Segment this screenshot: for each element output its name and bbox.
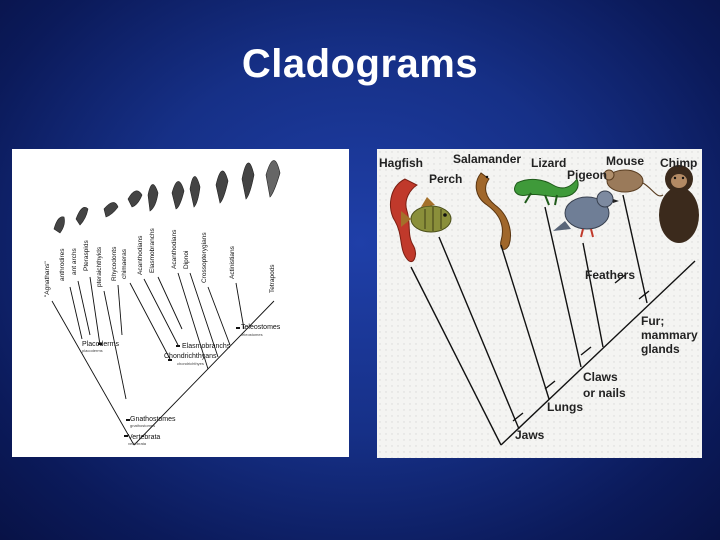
fish-silhouette [127,190,143,208]
vertebrate-cladogram-panel: "Agnathans" anthrodires ant archs Pteras… [12,149,349,457]
cladogram-branch [117,284,123,336]
taxon-label: Acanthodians [171,229,178,269]
node-marker [126,419,130,421]
branch-pigeon [582,242,604,348]
taxon-label: Acanthodians [137,235,144,275]
trait-label-lungs: Lungs [547,400,583,414]
cladogram-branch [189,272,219,358]
vertebrate-cladogram: "Agnathans" anthrodires ant archs Pteras… [44,160,281,446]
cladogram-branch [207,286,231,346]
branch-perch [438,236,520,430]
taxon-label: Tetrapods [269,264,276,293]
taxon-label: chimaeras [121,248,128,279]
chimp-illustration [659,165,699,243]
node-marker [236,327,240,329]
cladogram-branch [129,282,171,360]
fish-silhouette [53,216,65,234]
fish-silhouette [215,170,229,204]
fish-silhouette [103,202,119,218]
taxon-label: Elasmobranchs [149,227,156,273]
slide-title: Cladograms [241,42,479,86]
cladogram-branch [69,286,83,340]
taxon-label: Crossopterygians [201,232,208,283]
branch-salamander [500,244,550,400]
node-description: gnathostomes [130,423,155,428]
taxon-label-lizard: Lizard [531,156,566,170]
trait-label-claws: Claws [583,370,618,384]
branch-mouse [622,194,648,304]
taxon-label: anthrodires [59,248,66,281]
cladogram-branch [143,278,179,346]
cladogram-branch [103,290,127,400]
branch-hagfish [410,266,502,446]
lizard-illustration [514,177,579,206]
taxon-label: Pteraspids [83,240,90,271]
cladogram-branch [157,276,183,330]
salamander-illustration [475,172,511,250]
taxon-label-salamander: Salamander [453,152,521,166]
trait-label-jaws: Jaws [515,428,545,442]
node-marker [168,359,172,361]
branch-lizard [544,206,582,368]
taxon-label-mouse: Mouse [606,154,644,168]
trait-marker [580,346,592,356]
node-description: vertebrata [128,441,147,446]
node-label-gnathostomes: Gnathostomes [130,416,176,423]
cladogram-branch [77,280,91,336]
node-description: teleostomes [241,332,263,337]
trait-marker [544,380,556,390]
taxon-label: Rhycodonts [111,246,118,281]
taxon-label: ant archs [71,248,78,275]
taxon-label-perch: Perch [429,172,462,186]
trait-label-claws-or-nails: or nails [583,386,626,400]
taxon-label-hagfish: Hagfish [379,156,423,170]
cladogram-trunk [51,300,135,446]
fish-silhouette [75,207,89,226]
taxon-label: Dipnoi [183,251,190,269]
fish-silhouette [147,184,159,212]
animal-cladogram: Hagfish Perch Salamander Lizard Pigeon M… [377,149,702,458]
perch-illustration [401,197,452,233]
trait-marker [614,274,626,284]
node-marker [176,345,180,347]
node-marker [98,343,102,345]
node-label-vertebrata: Vertebrata [128,434,160,441]
panel-background [377,149,702,458]
fish-silhouette [241,162,255,200]
trait-marker [638,290,650,300]
node-description: placoderms [82,348,103,353]
fish-silhouette [171,181,185,210]
mouse-illustration [603,169,664,197]
fish-silhouette [189,176,201,208]
trait-label-feathers: Feathers [585,268,635,282]
node-label-placoderms: Placoderms [82,341,119,348]
cladogram-branch [89,276,101,346]
trait-marker [512,412,524,422]
fish-silhouette [265,160,281,198]
cladogram-branch [235,282,245,330]
node-description: chondrichthyes [177,361,204,366]
taxon-label: "Agnathans" [44,261,51,297]
cladogram-branch [177,272,209,370]
taxon-label-pigeon: Pigeon [567,168,607,182]
cladogram-trunk [133,300,275,446]
pigeon-illustration [553,190,619,238]
taxon-label: Actinistians [229,245,236,279]
node-marker [124,435,128,437]
animal-cladogram-panel: Hagfish Perch Salamander Lizard Pigeon M… [377,149,702,458]
main-trunk [500,260,696,446]
node-label-teleostomes: Teleostomes [241,324,281,331]
taxon-label-chimp: Chimp [660,156,697,170]
node-label-chondrichthyans: Chondrichthyans [164,353,217,360]
node-label-elasmobranchs: Elasmobranchs [182,343,231,350]
taxon-label: pteraichthyids [96,246,103,287]
